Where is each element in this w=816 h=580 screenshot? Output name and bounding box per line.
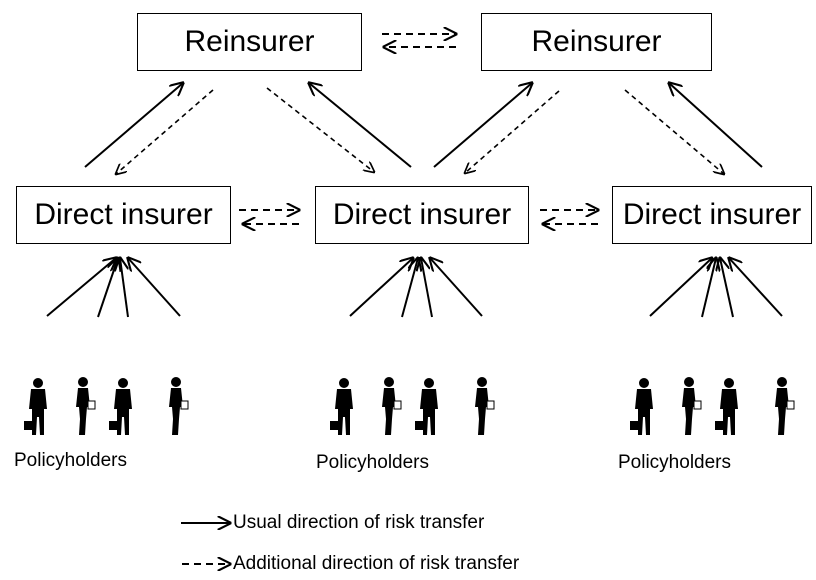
direct-insurer-box: Direct insurer (612, 186, 812, 244)
legend-additional-label: Additional direction of risk transfer (233, 553, 520, 574)
direct-insurer-label: Direct insurer (622, 198, 802, 231)
people-icon (24, 377, 188, 435)
people-icon (330, 377, 494, 435)
reinsurer-box: Reinsurer (481, 13, 712, 71)
people-icon (630, 377, 794, 435)
policyholder-arrows-1 (46, 258, 181, 318)
policyholder-arrows-2 (349, 258, 483, 318)
direct-insurer-box: Direct insurer (16, 186, 231, 244)
policyholders-caption: Policyholders (14, 450, 127, 471)
policyholders-caption: Policyholders (316, 452, 429, 473)
reinsurer-box: Reinsurer (137, 13, 362, 71)
reinsurer-label: Reinsurer (531, 25, 662, 58)
direct-insurer-label: Direct insurer (34, 198, 213, 231)
direct-insurer-label: Direct insurer (332, 198, 512, 231)
policyholders-caption: Policyholders (618, 452, 731, 473)
reinsurer-label: Reinsurer (184, 25, 315, 58)
policyholder-arrows-3 (649, 258, 783, 318)
reinsurer-exchange-arrows (382, 34, 456, 47)
risk-transfer-arrows (84, 83, 763, 174)
legend-usual-label: Usual direction of risk transfer (233, 512, 485, 533)
direct-insurer-box: Direct insurer (315, 186, 529, 244)
direct-exchange-arrows (239, 210, 598, 224)
